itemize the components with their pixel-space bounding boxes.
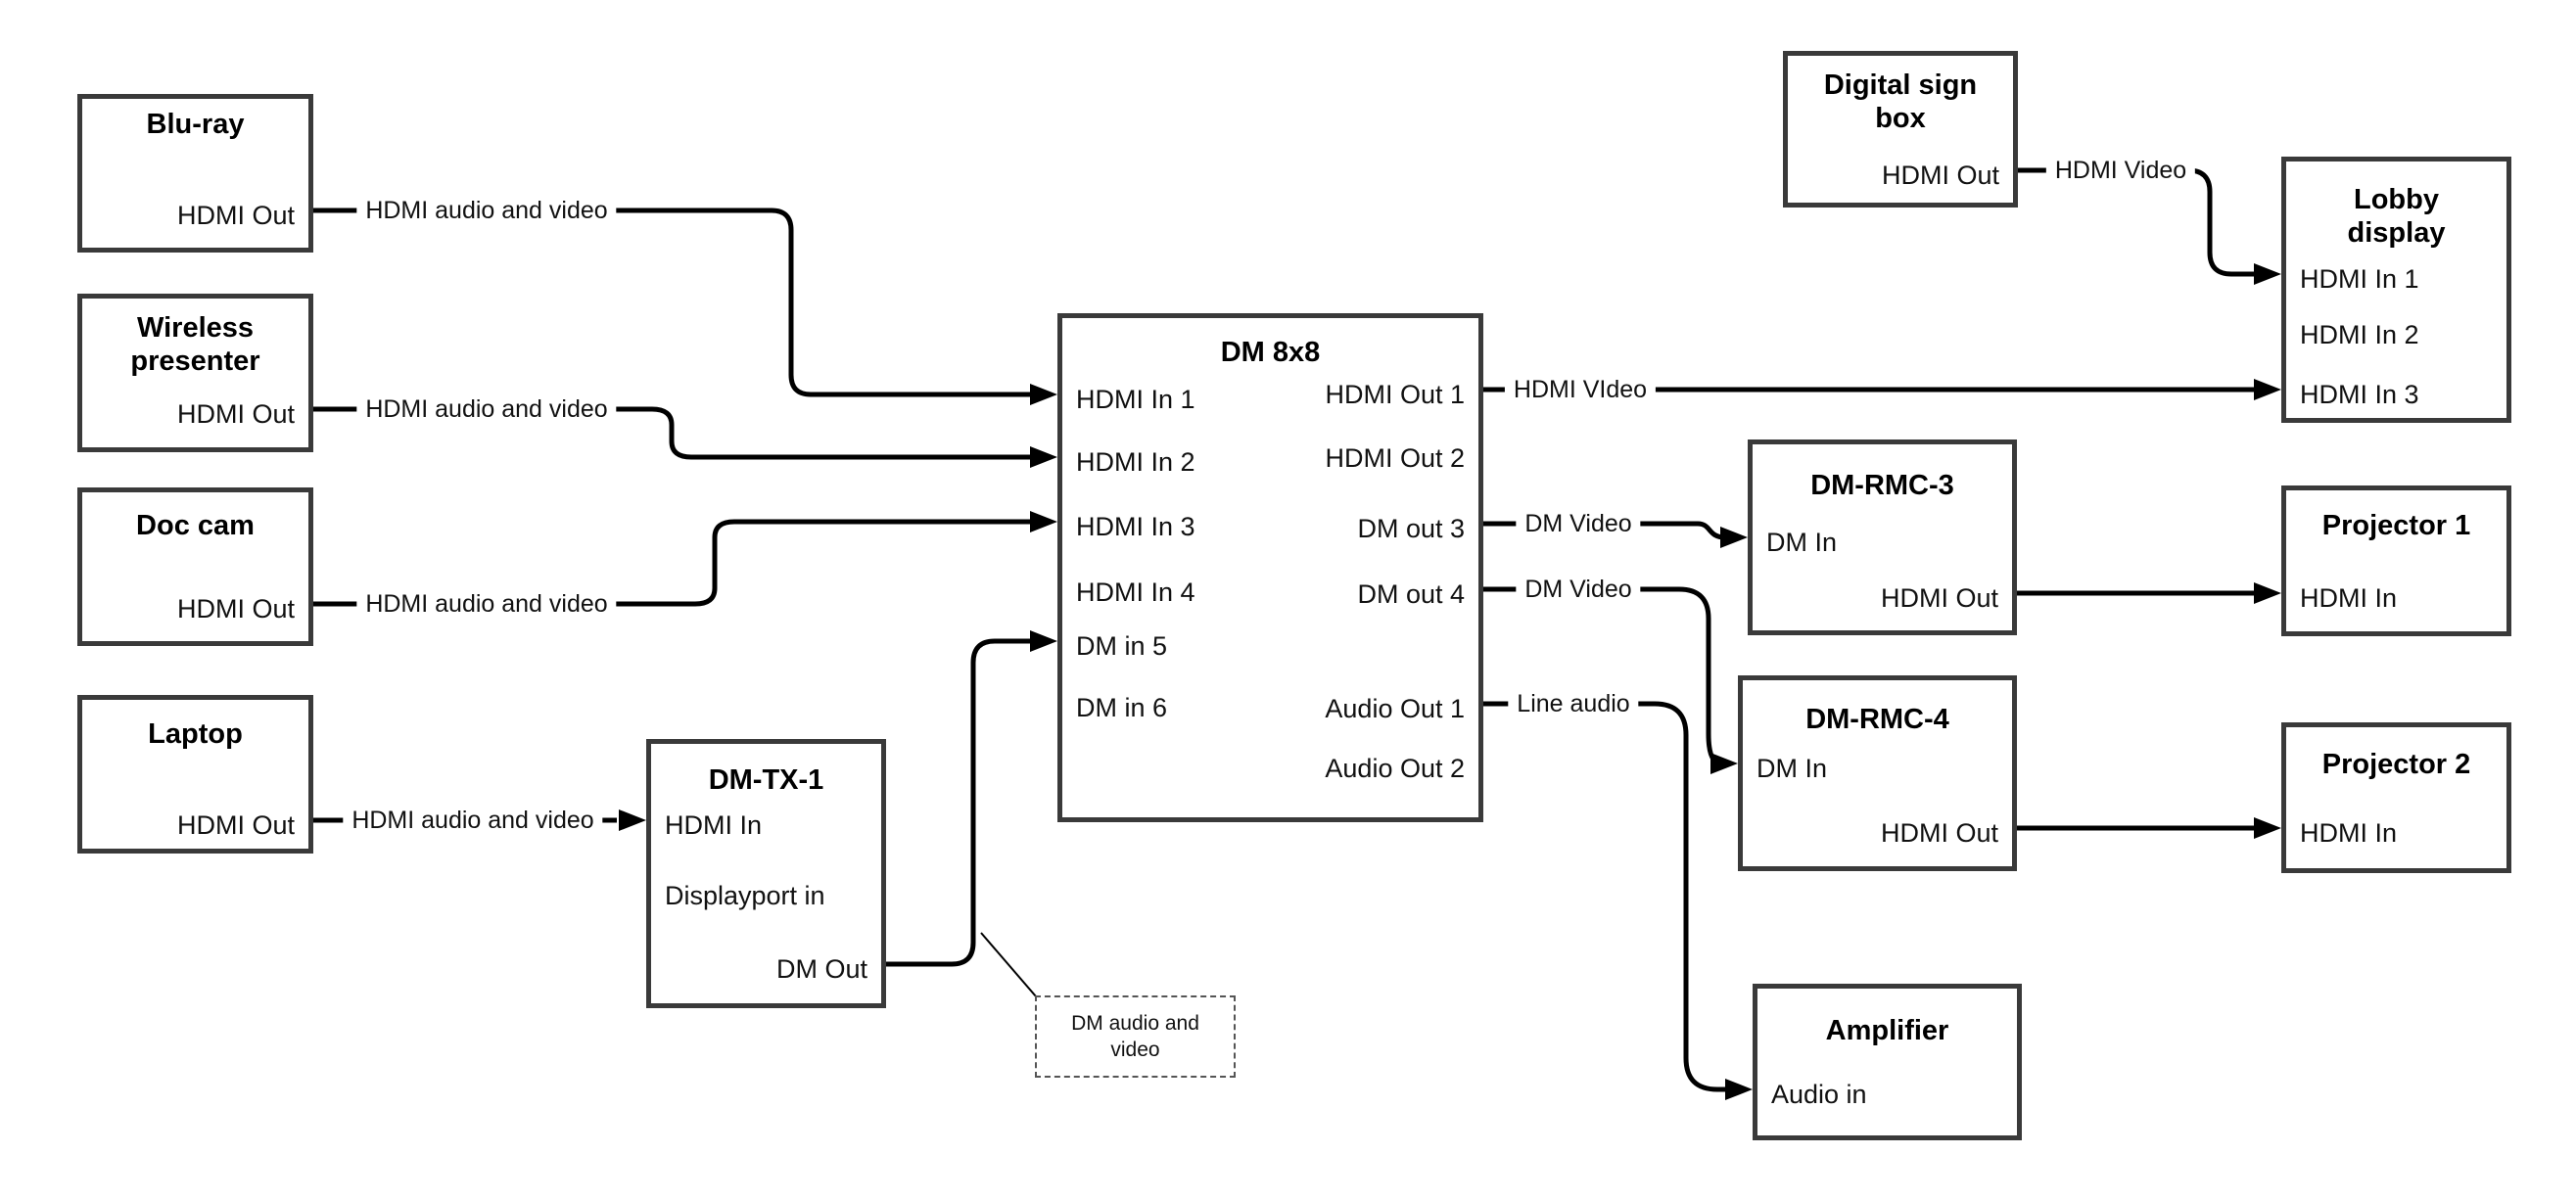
arrowhead <box>2254 582 2281 604</box>
port-dm-out-3: DM out 3 <box>1357 514 1465 543</box>
port-dm-out: DM Out <box>775 954 867 984</box>
arrowhead <box>1030 630 1057 652</box>
node-projector-1: Projector 1 HDMI In <box>2281 485 2511 636</box>
port-hdmi-in-4: HDMI In 4 <box>1076 577 1195 607</box>
port-hdmi-in-2: HDMI In 2 <box>1076 447 1195 477</box>
port-hdmi-out-1: HDMI Out 1 <box>1325 380 1465 409</box>
edge-label: Line audio <box>1508 690 1639 717</box>
port-hdmi-in: HDMI In <box>2300 818 2398 848</box>
node-title: Lobby display <box>2347 184 2446 249</box>
node-blu-ray: Blu-ray HDMI Out <box>77 94 313 253</box>
edge-label: HDMI VIdeo <box>1504 376 1657 403</box>
annotation-text: DM audio and video <box>1071 1012 1199 1061</box>
port-hdmi-out: HDMI Out <box>176 810 295 840</box>
node-digital-sign-box: Digital sign box HDMI Out <box>1783 51 2018 208</box>
connector-dmtx1-to-dm8x8-in5 <box>886 638 1032 967</box>
node-title: Doc cam <box>136 510 255 541</box>
node-projector-2: Projector 2 HDMI In <box>2281 722 2511 873</box>
arrowhead <box>2254 263 2281 285</box>
edge-label: HDMI Video <box>2045 157 2196 184</box>
port-dm-in: DM In <box>1756 754 1828 783</box>
port-hdmi-out: HDMI Out <box>176 399 295 429</box>
port-hdmi-in: HDMI In <box>665 810 763 840</box>
node-doc-cam: Doc cam HDMI Out <box>77 487 313 646</box>
port-dm-in-6: DM in 6 <box>1076 693 1168 722</box>
arrowhead <box>1030 384 1057 405</box>
port-hdmi-in: HDMI In <box>2300 583 2398 613</box>
node-title: Projector 2 <box>2321 749 2471 780</box>
edge-label: HDMI audio and video <box>343 807 603 834</box>
arrowhead <box>1710 753 1738 774</box>
annotation-leader-line <box>980 932 1037 997</box>
node-amplifier: Amplifier Audio in <box>1753 984 2022 1140</box>
node-lobby-display: Lobby display HDMI In 1 HDMI In 2 HDMI I… <box>2281 157 2511 423</box>
connector-dm8x8-aout1-to-amplifier <box>1480 701 1727 1092</box>
port-audio-out-2: Audio Out 2 <box>1325 754 1465 783</box>
arrowhead <box>2254 379 2281 400</box>
node-title: Projector 1 <box>2321 510 2471 541</box>
node-wireless-presenter: Wireless presenter HDMI Out <box>77 294 313 452</box>
node-title: Digital sign box <box>1823 69 1978 134</box>
port-hdmi-in-3: HDMI In 3 <box>2300 380 2419 409</box>
port-dm-out-4: DM out 4 <box>1357 579 1465 609</box>
port-hdmi-out: HDMI Out <box>1881 161 1999 190</box>
node-title: Wireless presenter <box>130 312 260 377</box>
node-title: DM 8x8 <box>1220 337 1321 368</box>
edge-label: HDMI audio and video <box>356 590 617 618</box>
edge-label: HDMI audio and video <box>356 197 617 224</box>
port-hdmi-in-1: HDMI In 1 <box>1076 385 1195 414</box>
arrowhead <box>1030 511 1057 532</box>
edge-label: DM Video <box>1516 576 1641 603</box>
port-audio-out-1: Audio Out 1 <box>1325 694 1465 723</box>
annotation-box: DM audio and video <box>1035 995 1236 1078</box>
node-title: Laptop <box>148 718 243 750</box>
node-laptop: Laptop HDMI Out <box>77 695 313 854</box>
arrowhead <box>1720 527 1748 548</box>
node-title: DM-RMC-4 <box>1805 704 1949 735</box>
edge-label: DM Video <box>1516 510 1641 537</box>
port-dm-in-5: DM in 5 <box>1076 631 1168 661</box>
arrowhead <box>2254 817 2281 839</box>
connector-wireless-to-dm8x8-in2 <box>313 406 1032 460</box>
port-hdmi-in-3: HDMI In 3 <box>1076 512 1195 541</box>
port-dm-in: DM In <box>1766 528 1838 557</box>
connector-doccam-to-dm8x8-in3 <box>313 519 1032 607</box>
connector-bluray-to-dm8x8-in1 <box>313 208 1032 397</box>
port-displayport-in: Displayport in <box>665 881 825 910</box>
arrowhead <box>1725 1079 1753 1100</box>
node-title: DM-RMC-3 <box>1810 470 1954 501</box>
connector-digitalsign-to-lobby-in1 <box>2018 167 2256 277</box>
port-hdmi-out-2: HDMI Out 2 <box>1325 443 1465 473</box>
edge-label: HDMI audio and video <box>356 395 617 423</box>
node-title: Blu-ray <box>146 109 245 140</box>
node-dm-tx-1: DM-TX-1 HDMI In Displayport in DM Out <box>646 739 886 1008</box>
arrowhead <box>1030 446 1057 468</box>
node-title: DM-TX-1 <box>708 764 824 796</box>
port-hdmi-out: HDMI Out <box>176 594 295 624</box>
port-audio-in: Audio in <box>1771 1080 1867 1109</box>
node-dm-rmc-3: DM-RMC-3 DM In HDMI Out <box>1748 439 2017 635</box>
arrowhead <box>619 809 646 831</box>
port-hdmi-in-2: HDMI In 2 <box>2300 320 2419 349</box>
port-hdmi-in-1: HDMI In 1 <box>2300 264 2419 294</box>
node-dm-rmc-4: DM-RMC-4 DM In HDMI Out <box>1738 675 2017 871</box>
node-title: Amplifier <box>1825 1015 1949 1046</box>
node-dm-8x8: DM 8x8 HDMI In 1 HDMI In 2 HDMI In 3 HDM… <box>1057 313 1483 822</box>
port-hdmi-out: HDMI Out <box>1880 583 1998 613</box>
port-hdmi-out: HDMI Out <box>1880 818 1998 848</box>
port-hdmi-out: HDMI Out <box>176 201 295 230</box>
